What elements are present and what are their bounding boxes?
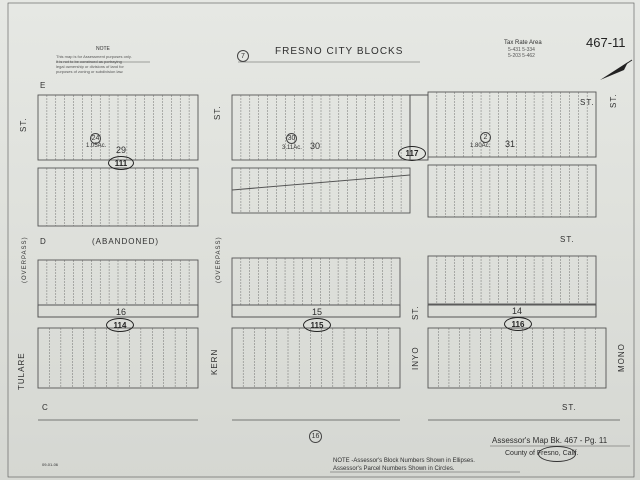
street-st-right: ST.: [609, 93, 618, 108]
map-title: FRESNO CITY BLOCKS: [275, 46, 404, 57]
overpass-middle: (OVERPASS): [216, 236, 222, 283]
street-inyo: INYO: [411, 346, 420, 370]
block-15-strip: [231, 304, 401, 318]
street-st-left: ST.: [19, 117, 28, 132]
block-ellipse-114: 114: [106, 318, 134, 332]
block-117-east-lots: [427, 164, 597, 218]
block-16-strip: [37, 304, 199, 318]
street-e: E: [40, 81, 47, 90]
block-15-north-lots: [231, 257, 401, 306]
street-st-middle: ST.: [213, 105, 222, 120]
footer-ellipse-sample: [538, 446, 576, 462]
street-d: D: [40, 237, 47, 246]
block-number-31: 31: [505, 139, 516, 149]
footer-map-reference: Assessor's Map Bk. 467 - Pg. 11: [492, 436, 608, 445]
block-30-ext: [409, 94, 429, 161]
parcel-circle-24: 24: [90, 133, 101, 144]
note-line-3: legal ownership or divisions of land for: [56, 64, 124, 69]
acreage-31: 1.80Ac.: [470, 143, 491, 149]
north-arrow-icon: [598, 58, 634, 82]
block-14-north-lots: [427, 255, 597, 305]
block-number-16: 16: [116, 307, 127, 317]
street-st-bottom-right: ST.: [562, 403, 577, 412]
block-ellipse-116: 116: [504, 317, 532, 331]
block-number-15: 15: [312, 307, 323, 317]
overpass-left: (OVERPASS): [22, 236, 28, 283]
street-st-top-right: ST.: [580, 98, 595, 107]
acreage-30: 3.11Ac.: [282, 145, 302, 151]
block-ellipse-117: 117: [398, 146, 426, 161]
footer-note-block: NOTE -Assessor's Block Numbers Shown in …: [333, 458, 475, 464]
block-number-30: 30: [310, 141, 321, 151]
street-tulare: TULARE: [17, 352, 26, 390]
block-number-14: 14: [512, 306, 523, 316]
diagonal-boundary: [231, 174, 411, 191]
book-page-number: 467-11: [586, 35, 626, 50]
street-st-inyo: ST.: [411, 305, 420, 320]
parcel-circle-2: 2: [480, 132, 491, 143]
bottom-block-circle: 16: [309, 430, 322, 443]
street-mono: MONO: [617, 343, 626, 372]
abandoned-label: (ABANDONED): [92, 237, 160, 246]
footer-note-parcel: Assessor's Parcel Numbers Shown in Circl…: [333, 466, 455, 472]
tax-rate-area-label: Tax Rate Area: [504, 40, 542, 46]
note-title: NOTE: [96, 46, 110, 52]
street-c: C: [42, 403, 49, 412]
note-line-4: purposes of zoning or subdivision law.: [56, 69, 124, 74]
title-circle: 7: [237, 50, 249, 62]
acreage-29: 1.05Ac.: [86, 143, 107, 149]
block-number-29: 29: [116, 145, 127, 155]
note-line-2: It is not to be construed as portraying: [56, 59, 122, 64]
street-st-mid-right: ST.: [560, 235, 575, 244]
footer-date-code: 09-01-06: [42, 462, 59, 467]
street-kern: KERN: [210, 348, 219, 375]
block-ellipse-111: 111: [108, 156, 134, 170]
sheet-frame: [7, 2, 635, 478]
tax-rate-code-1: 5-431 5-334: [508, 47, 535, 53]
block-116-lots: [427, 327, 607, 389]
block-ellipse-115: 115: [303, 318, 331, 332]
parcel-circle-30: 30: [286, 133, 297, 144]
block-115-lots: [231, 327, 401, 389]
tax-rate-code-2: 5-203 5-462: [508, 53, 535, 59]
note-line-1: This map is for Assessment purposes only…: [56, 54, 132, 59]
